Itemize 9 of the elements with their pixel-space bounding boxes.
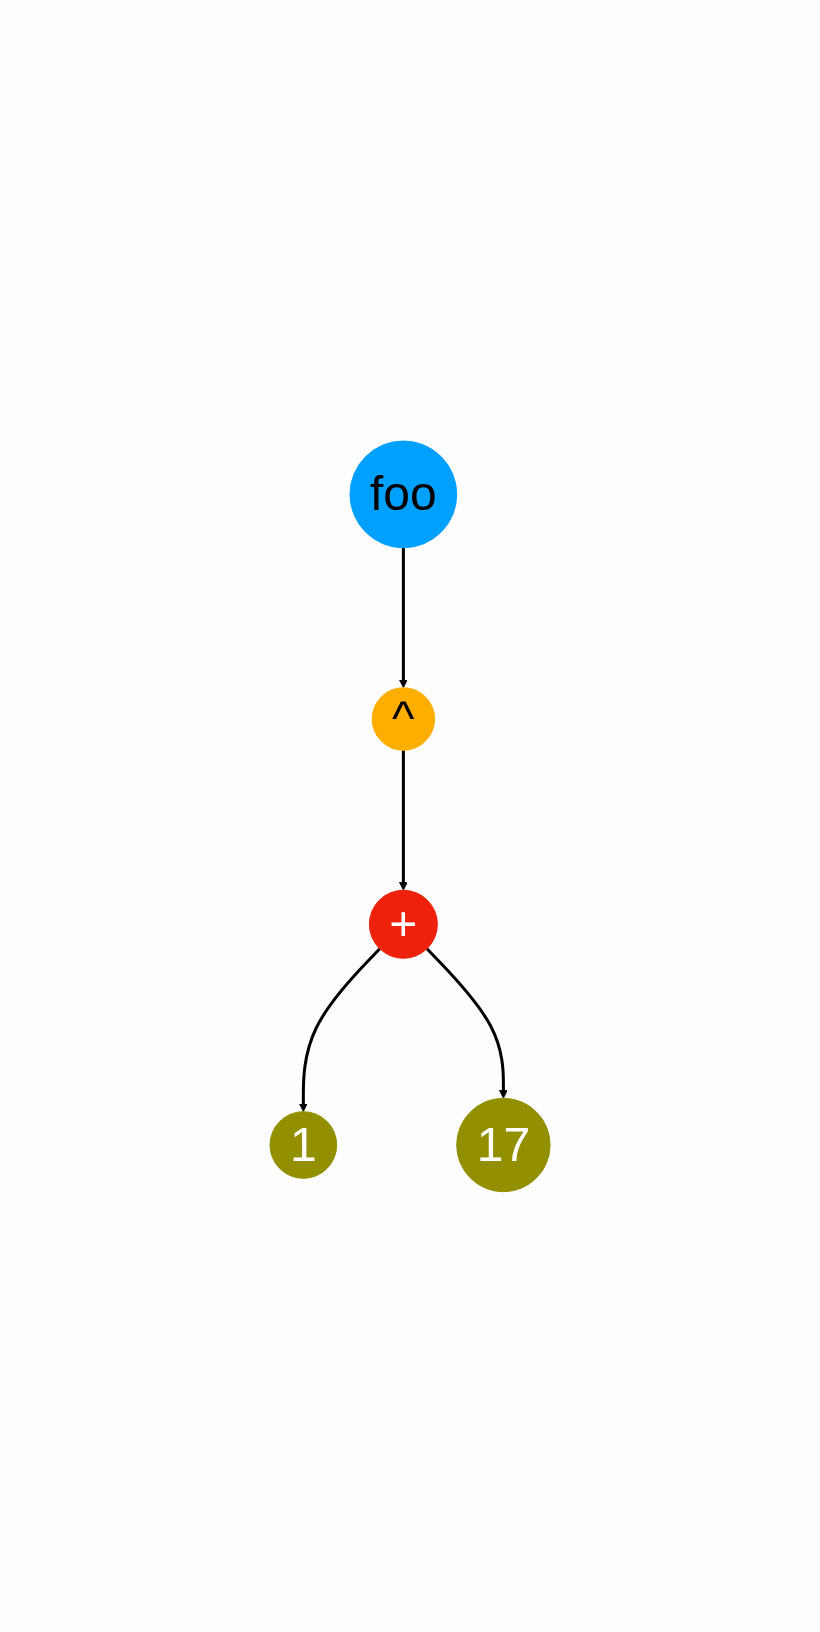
arrow — [425, 947, 508, 1099]
node-circle: 1 — [269, 1110, 338, 1179]
node-circle: ^ — [371, 686, 436, 751]
arrow — [298, 947, 381, 1112]
arrow — [398, 547, 408, 688]
node-circle: foo — [349, 440, 458, 548]
arrow — [398, 749, 408, 891]
node-circle: + — [368, 889, 438, 959]
node-circle: 17 — [456, 1097, 551, 1192]
